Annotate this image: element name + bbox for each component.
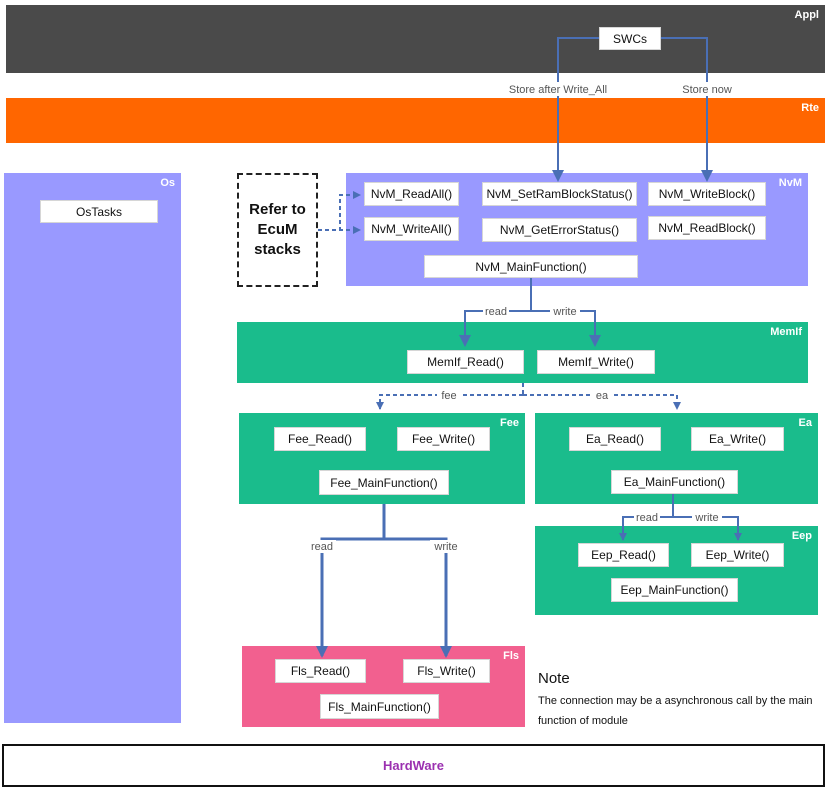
fee-read-box[interactable]: Fee_Read() xyxy=(274,427,366,451)
os-tasks-box[interactable]: OsTasks xyxy=(40,200,158,223)
os-layer-title: Os xyxy=(160,177,175,189)
fls-mainfunction-box[interactable]: Fls_MainFunction() xyxy=(320,694,439,719)
fee-write-box[interactable]: Fee_Write() xyxy=(397,427,490,451)
fee-write-label: write xyxy=(433,541,457,553)
rte-layer-title: Rte xyxy=(801,102,819,114)
memif-layer-title: MemIf xyxy=(770,326,802,338)
ecum-to-nvm-wires xyxy=(318,191,361,234)
store-now-arrow xyxy=(661,37,713,182)
ecum-reference-box: Refer to EcuM stacks xyxy=(237,173,318,287)
memif-to-ea-arrow xyxy=(523,394,681,410)
memif-to-fee-ea-wires xyxy=(376,383,681,410)
nvm-mainfunction-box[interactable]: NvM_MainFunction() xyxy=(424,255,638,278)
ea-write-box[interactable]: Ea_Write() xyxy=(691,427,784,451)
ea-write-label: write xyxy=(694,512,718,524)
ecum-line-2: EcuM xyxy=(257,221,298,238)
note-block: Note The connection may be a asynchronou… xyxy=(538,670,818,731)
eep-read-box[interactable]: Eep_Read() xyxy=(578,543,669,567)
nvm-write-label: write xyxy=(552,306,576,318)
store-now-label: Store now xyxy=(682,84,732,96)
nvm-geterrorstatus-box[interactable]: NvM_GetErrorStatus() xyxy=(482,218,637,242)
fee-read-label: read xyxy=(311,541,333,553)
eep-mainfunction-box[interactable]: Eep_MainFunction() xyxy=(611,578,738,602)
fls-layer-title: Fls xyxy=(503,650,519,662)
store-after-writeall-arrow xyxy=(552,37,599,182)
hardware-layer: HardWare xyxy=(2,744,825,787)
fee-layer-title: Fee xyxy=(500,417,519,429)
ea-label: ea xyxy=(596,390,609,402)
fee-label: fee xyxy=(441,390,456,402)
eep-write-box[interactable]: Eep_Write() xyxy=(691,543,784,567)
rte-layer: Rte xyxy=(6,98,825,143)
nvm-readblock-box[interactable]: NvM_ReadBlock() xyxy=(648,216,766,240)
nvm-writeblock-box[interactable]: NvM_WriteBlock() xyxy=(648,182,766,206)
fee-write-arrow xyxy=(384,537,452,658)
os-layer: Os xyxy=(4,173,181,723)
fee-read-arrow xyxy=(316,537,384,658)
fls-read-box[interactable]: Fls_Read() xyxy=(275,659,366,683)
fls-write-box[interactable]: Fls_Write() xyxy=(403,659,490,683)
nvm-readall-box[interactable]: NvM_ReadAll() xyxy=(364,182,459,206)
memif-write-box[interactable]: MemIf_Write() xyxy=(537,350,655,374)
fee-to-fls-wires xyxy=(316,504,452,658)
swcs-box[interactable]: SWCs xyxy=(599,27,661,50)
memif-to-fee-arrow xyxy=(376,394,523,410)
swcs-to-nvm-wires xyxy=(552,37,713,182)
appl-layer-title: Appl xyxy=(794,9,819,21)
note-body: The connection may be a asynchronous cal… xyxy=(538,695,813,727)
store-now-label-bg xyxy=(677,82,737,96)
nvm-layer-title: NvM xyxy=(778,177,802,189)
fee-mainfunction-box[interactable]: Fee_MainFunction() xyxy=(319,470,449,495)
ea-mainfunction-box[interactable]: Ea_MainFunction() xyxy=(611,470,738,494)
store-after-label-bg xyxy=(500,82,618,96)
eep-layer-title: Eep xyxy=(791,530,812,542)
store-after-writeall-label: Store after Write_All xyxy=(509,84,607,96)
nvm-writeall-box[interactable]: NvM_WriteAll() xyxy=(364,217,459,241)
hardware-label: HardWare xyxy=(383,758,444,773)
nvm-setramblockstatus-box[interactable]: NvM_SetRamBlockStatus() xyxy=(482,182,637,206)
ea-read-box[interactable]: Ea_Read() xyxy=(569,427,661,451)
ecum-line-3: stacks xyxy=(254,241,301,258)
note-title: Note xyxy=(538,670,570,687)
ecum-to-readall-arrow xyxy=(318,191,361,231)
ecum-line-1: Refer to xyxy=(249,201,306,218)
ea-read-label: read xyxy=(636,512,658,524)
memif-read-box[interactable]: MemIf_Read() xyxy=(407,350,524,374)
nvm-read-label: read xyxy=(485,306,507,318)
ea-layer-title: Ea xyxy=(798,417,812,429)
